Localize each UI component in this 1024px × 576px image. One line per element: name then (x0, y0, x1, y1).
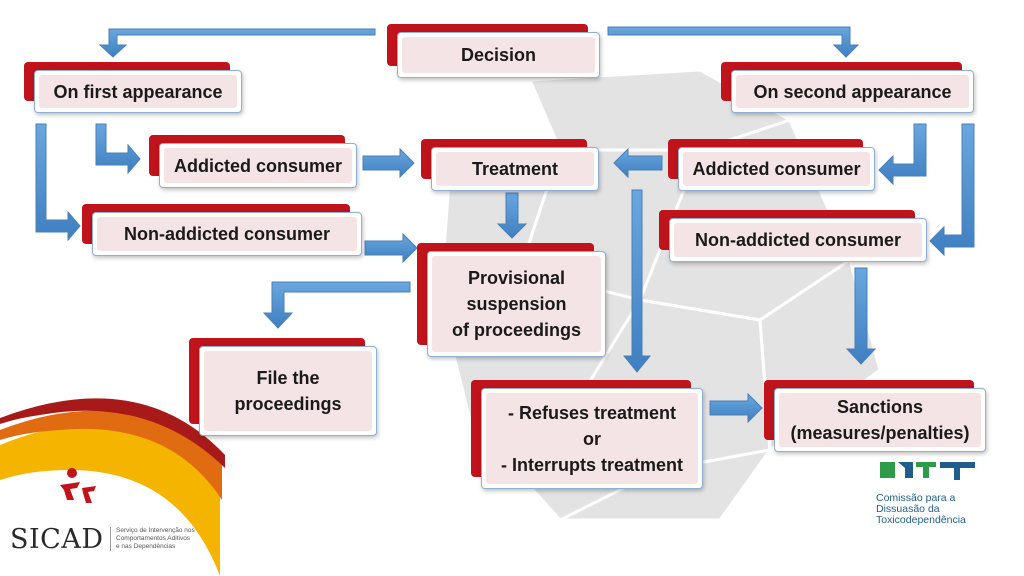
arrow-nonaddicted-to-sanctions (845, 267, 877, 365)
arrow-nonaddicted-to-provisional (364, 232, 418, 264)
sicad-figure-icon (60, 468, 96, 503)
arrow-addicted-to-treatment (362, 147, 415, 179)
node-refuses-treatment-label: - Refuses treatment or - Interrupts trea… (486, 393, 698, 484)
node-decision: Decision (387, 24, 600, 78)
node-treatment-label: Treatment (436, 152, 594, 186)
sicad-logo-text: SICAD (10, 524, 104, 555)
node-first-appearance: On first appearance (24, 62, 242, 113)
sicad-swoosh (0, 398, 225, 576)
node-first-appearance-label: On first appearance (39, 75, 237, 108)
arrow-first-to-nonaddicted (35, 123, 81, 242)
node-provisional-suspension: Provisional suspension of proceedings (417, 243, 606, 357)
arrow-addicted-right-to-treatment (613, 147, 663, 179)
arrow-second-to-addicted (878, 123, 927, 186)
node-addicted-right: Addicted consumer (668, 139, 875, 191)
node-addicted-left: Addicted consumer (149, 135, 357, 188)
arrow-decision-to-second (607, 26, 860, 58)
node-non-addicted-left-label: Non-addicted consumer (97, 217, 357, 251)
arrow-provisional-to-file (262, 281, 411, 329)
node-file-proceedings: File the proceedings (189, 338, 377, 436)
node-second-appearance-label: On second appearance (736, 75, 969, 108)
cdt-logo-mark (880, 462, 975, 480)
arrow-second-to-nonaddicted (929, 123, 975, 257)
node-refuses-treatment: - Refuses treatment or - Interrupts trea… (471, 380, 703, 489)
node-provisional-suspension-label: Provisional suspension of proceedings (432, 256, 601, 352)
node-non-addicted-right-label: Non-addicted consumer (674, 223, 922, 257)
arrow-treatment-to-provisional (496, 192, 528, 239)
node-decision-label: Decision (402, 37, 595, 73)
arrow-refuses-to-sanctions (709, 392, 763, 424)
node-sanctions: Sanctions (measures/penalties) (764, 380, 986, 452)
arrow-decision-to-first (98, 28, 376, 58)
sicad-logo-subtitle: Serviço de Intervenção nos Comportamento… (110, 527, 216, 551)
arrow-first-to-addicted (95, 123, 141, 175)
node-non-addicted-right: Non-addicted consumer (659, 210, 927, 262)
node-addicted-right-label: Addicted consumer (683, 152, 870, 186)
node-file-proceedings-label: File the proceedings (204, 351, 372, 431)
node-addicted-left-label: Addicted consumer (164, 148, 352, 183)
arrow-treatment-to-refuses (622, 189, 652, 373)
node-second-appearance: On second appearance (721, 62, 974, 113)
node-treatment: Treatment (421, 139, 599, 191)
node-sanctions-label: Sanctions (measures/penalties) (779, 393, 981, 447)
cdt-logo-text: Comissão para a Dissuasão da Toxicodepen… (876, 492, 966, 526)
node-non-addicted-left: Non-addicted consumer (82, 204, 362, 256)
